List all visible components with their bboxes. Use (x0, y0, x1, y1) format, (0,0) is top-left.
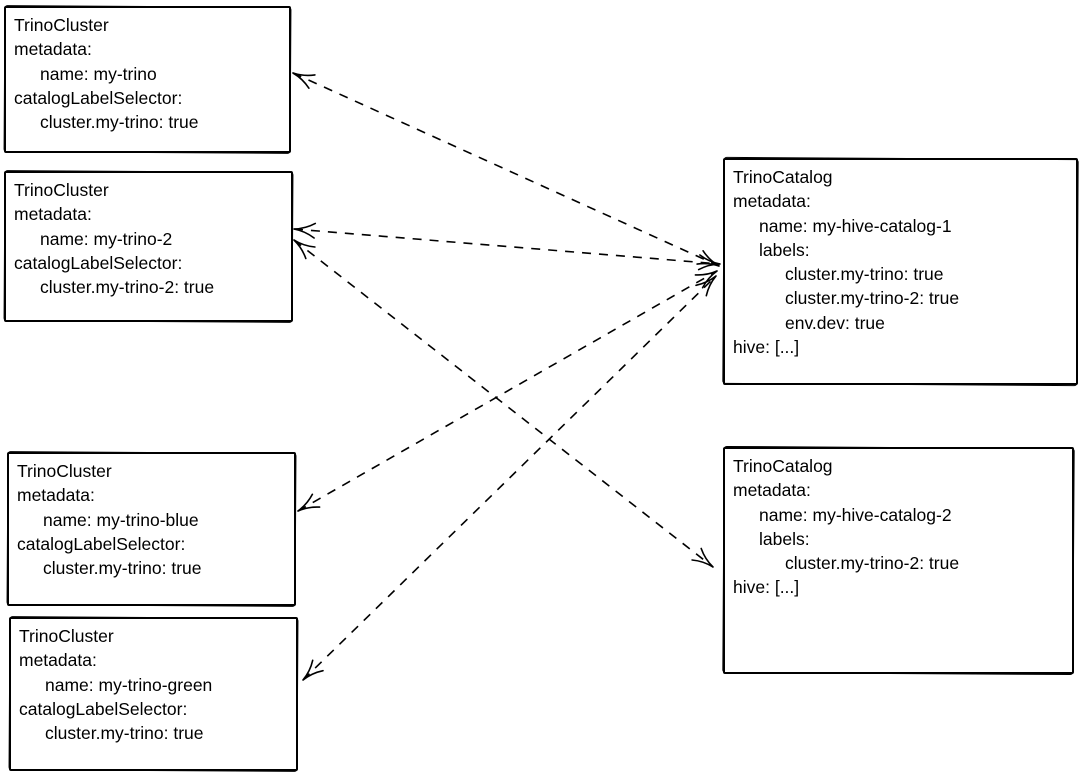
yaml-line: catalogLabelSelector: (14, 252, 183, 273)
edge-trinocluster-my-trino-green-to-trinocatalog-my-hive-catalog-1 (302, 275, 717, 681)
yaml-line: metadata: (17, 485, 95, 506)
node-title: TrinoCatalog (733, 456, 833, 476)
yaml-line: metadata: (733, 480, 811, 501)
yaml-line: catalogLabelSelector: (19, 698, 188, 719)
node-trinocatalog-my-hive-catalog-2: TrinoCatalog metadata: name: my-hive-cat… (723, 447, 1074, 674)
arrowhead-icon (694, 270, 718, 289)
yaml-line: hive: [...] (733, 337, 800, 358)
arrowhead-icon (297, 493, 321, 512)
yaml-line: cluster.my-trino-2: true (785, 553, 960, 574)
node-title: TrinoCluster (17, 461, 112, 481)
yaml-line: name: my-trino-blue (43, 509, 199, 530)
yaml-line: name: my-trino-2 (40, 228, 173, 249)
arrowhead-icon (695, 275, 717, 297)
node-title: TrinoCluster (14, 15, 109, 35)
yaml-line: metadata: (14, 39, 92, 60)
yaml-line: cluster.my-trino: true (40, 112, 199, 133)
arrowhead-icon (302, 659, 324, 681)
arrowhead-icon (691, 547, 714, 568)
yaml-line: cluster.my-trino-2: true (785, 288, 960, 309)
node-title: TrinoCatalog (733, 167, 833, 187)
arrowhead-icon (697, 254, 721, 271)
edge-trinocluster-my-trino-2-to-trinocatalog-my-hive-catalog-2 (293, 239, 714, 568)
yaml-line: labels: (759, 239, 810, 260)
edge-trinocluster-my-trino-blue-to-trinocatalog-my-hive-catalog-1 (297, 270, 718, 512)
node-trinocluster-my-trino: TrinoCluster metadata: name: my-trino ca… (4, 6, 291, 153)
arrowhead-icon (696, 250, 720, 267)
yaml-line: metadata: (733, 191, 811, 212)
arrowhead-icon (293, 222, 317, 239)
node-trinocluster-my-trino-blue: TrinoCluster metadata: name: my-trino-bl… (7, 452, 296, 606)
yaml-line: env.dev: true (785, 312, 885, 333)
yaml-line: labels: (759, 528, 810, 549)
yaml-line: name: my-hive-catalog-2 (759, 504, 952, 525)
edge-trinocluster-my-trino-to-trinocatalog-my-hive-catalog-1 (292, 72, 720, 267)
yaml-line: hive: [...] (733, 577, 800, 598)
yaml-line: cluster.my-trino: true (785, 264, 944, 285)
yaml-line: metadata: (14, 204, 92, 225)
node-title: TrinoCluster (14, 180, 109, 200)
node-trinocluster-my-trino-green: TrinoCluster metadata: name: my-trino-gr… (9, 617, 298, 771)
node-title: TrinoCluster (19, 626, 114, 646)
yaml-line: name: my-trino (40, 63, 157, 84)
yaml-line: catalogLabelSelector: (17, 533, 186, 554)
edge-trinocluster-my-trino-2-to-trinocatalog-my-hive-catalog-1 (293, 222, 721, 271)
arrowhead-icon (292, 72, 316, 89)
yaml-line: cluster.my-trino: true (43, 558, 202, 579)
yaml-line: metadata: (19, 650, 97, 671)
yaml-line: cluster.my-trino-2: true (40, 277, 215, 298)
arrowhead-icon (293, 239, 316, 260)
node-trinocluster-my-trino-2: TrinoCluster metadata: name: my-trino-2 … (4, 171, 293, 322)
yaml-line: catalogLabelSelector: (14, 87, 183, 108)
yaml-line: name: my-hive-catalog-1 (759, 215, 952, 236)
yaml-line: cluster.my-trino: true (45, 723, 204, 744)
node-trinocatalog-my-hive-catalog-1: TrinoCatalog metadata: name: my-hive-cat… (723, 158, 1078, 385)
yaml-line: name: my-trino-green (45, 674, 213, 695)
